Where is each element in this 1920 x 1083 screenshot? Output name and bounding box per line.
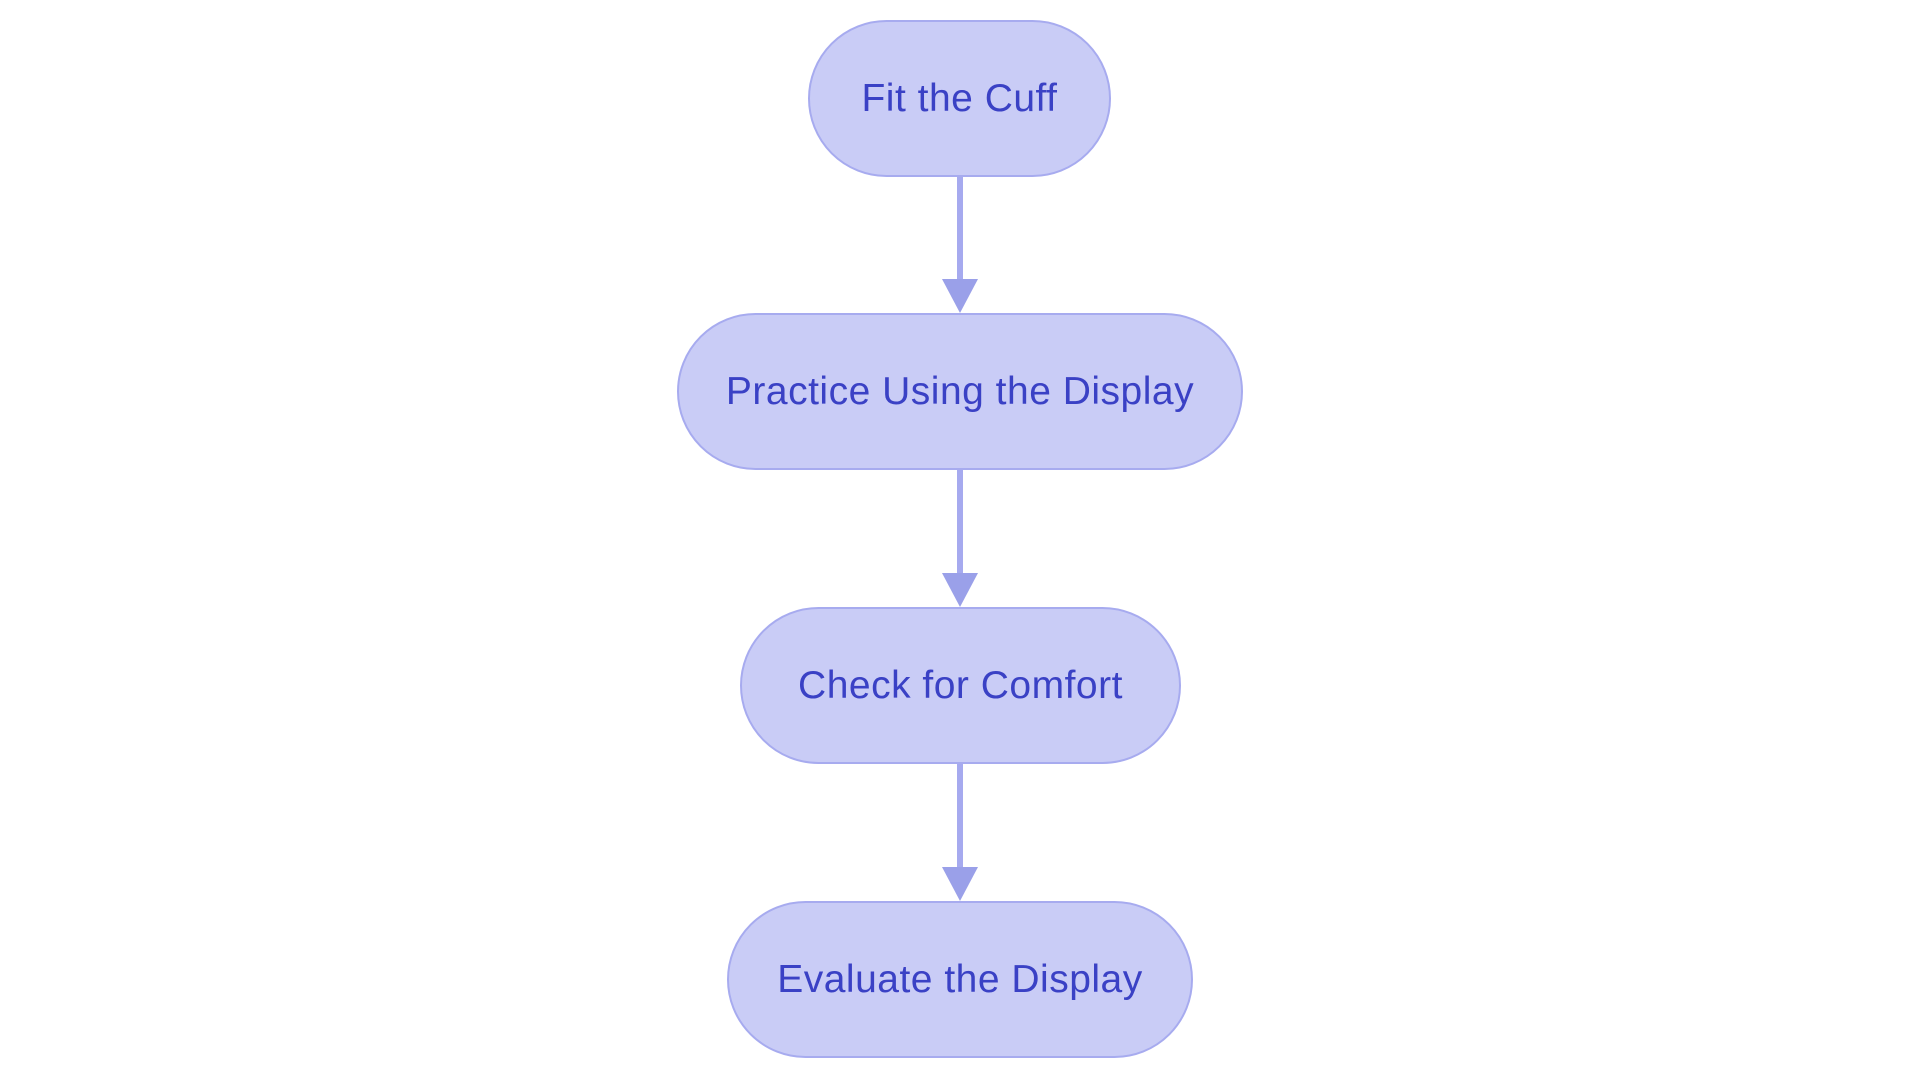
- flow-edge-3: [938, 764, 982, 901]
- arrow-down-icon: [942, 177, 978, 313]
- arrow-down-icon: [942, 470, 978, 607]
- flow-node-label: Practice Using the Display: [725, 369, 1195, 413]
- arrow-down-icon: [942, 764, 978, 901]
- flow-node-evaluate-the-display: Evaluate the Display: [727, 901, 1193, 1058]
- flow-node-label: Fit the Cuff: [861, 76, 1058, 120]
- flow-node-fit-the-cuff: Fit the Cuff: [808, 20, 1111, 177]
- flow-edge-1: [938, 177, 982, 313]
- flow-node-check-for-comfort: Check for Comfort: [740, 607, 1181, 764]
- flow-edge-2: [938, 470, 982, 607]
- flow-node-label: Evaluate the Display: [777, 957, 1143, 1001]
- flow-node-label: Check for Comfort: [798, 663, 1123, 707]
- flow-node-practice-using-the-display: Practice Using the Display: [677, 313, 1243, 470]
